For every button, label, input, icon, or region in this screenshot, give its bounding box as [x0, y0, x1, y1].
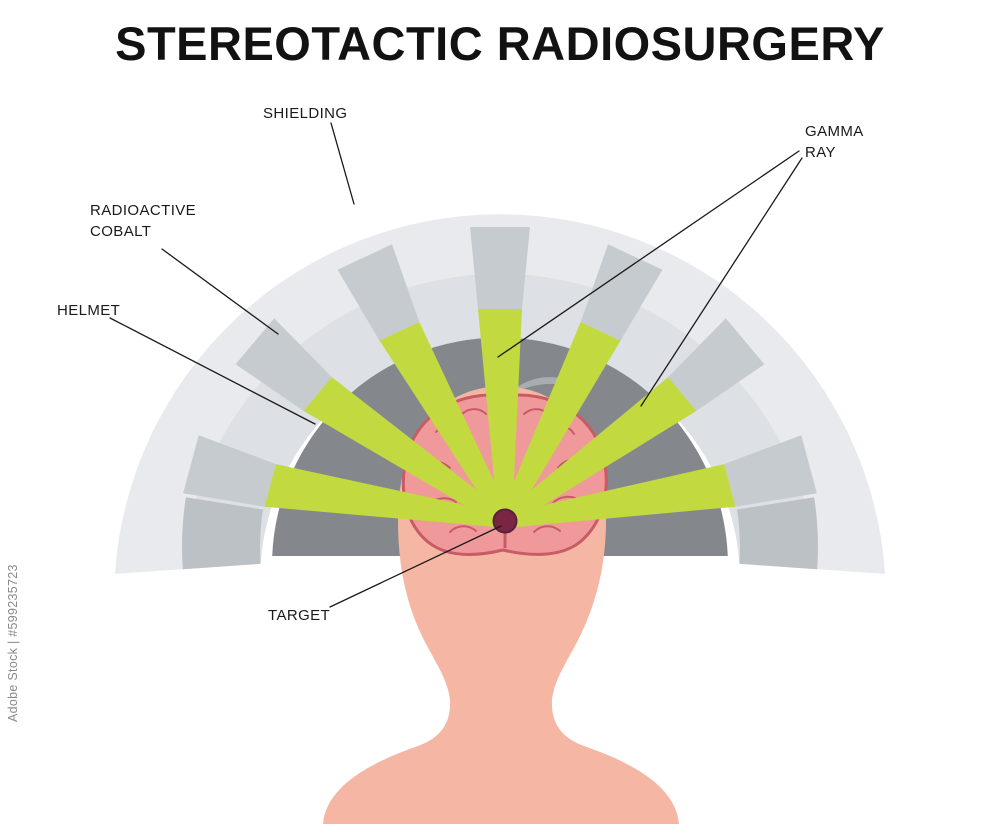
gamma-beam [503, 464, 736, 528]
label-gamma-ray: GAMMA RAY [805, 121, 864, 163]
cobalt-source-block [724, 435, 817, 507]
label-gamma-ray-line2: RAY [805, 144, 836, 161]
label-helmet: HELMET [57, 302, 121, 319]
cobalt-source-block [183, 435, 276, 507]
shielding-leader-line [330, 122, 355, 205]
gamma-beam [303, 377, 510, 527]
label-gamma-ray-line1: GAMMA [805, 123, 864, 140]
label-radioactive-cobalt: RADIOACTIVE COBALT [90, 200, 196, 242]
cobalt-source-block [235, 318, 332, 411]
gamma-beams [264, 309, 736, 528]
gamma-beam [500, 377, 697, 527]
target-leader-line [329, 525, 502, 608]
gamma-beam [379, 322, 512, 524]
page-title: STEREOTACTIC RADIOSURGERY [115, 17, 885, 70]
cobalt-source-block [668, 318, 765, 411]
band-end-cap-left [182, 497, 263, 570]
stock-watermark: Adobe Stock | #599235723 [6, 564, 20, 722]
cobalt-leader-line [161, 248, 279, 335]
label-shielding: SHIELDING [263, 105, 348, 122]
shielding-outer-arc [114, 214, 886, 574]
gamma-leader-line-2 [640, 157, 803, 407]
cobalt-sources [183, 227, 817, 507]
cobalt-source-block [470, 227, 530, 309]
band-end-cap-right [737, 497, 818, 570]
gamma-leader-line-1 [497, 150, 800, 358]
cobalt-source-block [580, 244, 663, 341]
leader-lines [109, 122, 803, 608]
cobalt-source-block [337, 244, 420, 341]
helmet-leader-line [109, 317, 316, 425]
target-spot [492, 508, 518, 534]
label-radioactive-cobalt-line1: RADIOACTIVE [90, 202, 197, 219]
label-radioactive-cobalt-line2: COBALT [90, 223, 152, 240]
gamma-beam [478, 309, 522, 521]
shielding-inner-band [182, 273, 818, 570]
label-target: TARGET [268, 607, 331, 624]
gamma-beam [264, 464, 507, 528]
gamma-beam [498, 322, 621, 524]
